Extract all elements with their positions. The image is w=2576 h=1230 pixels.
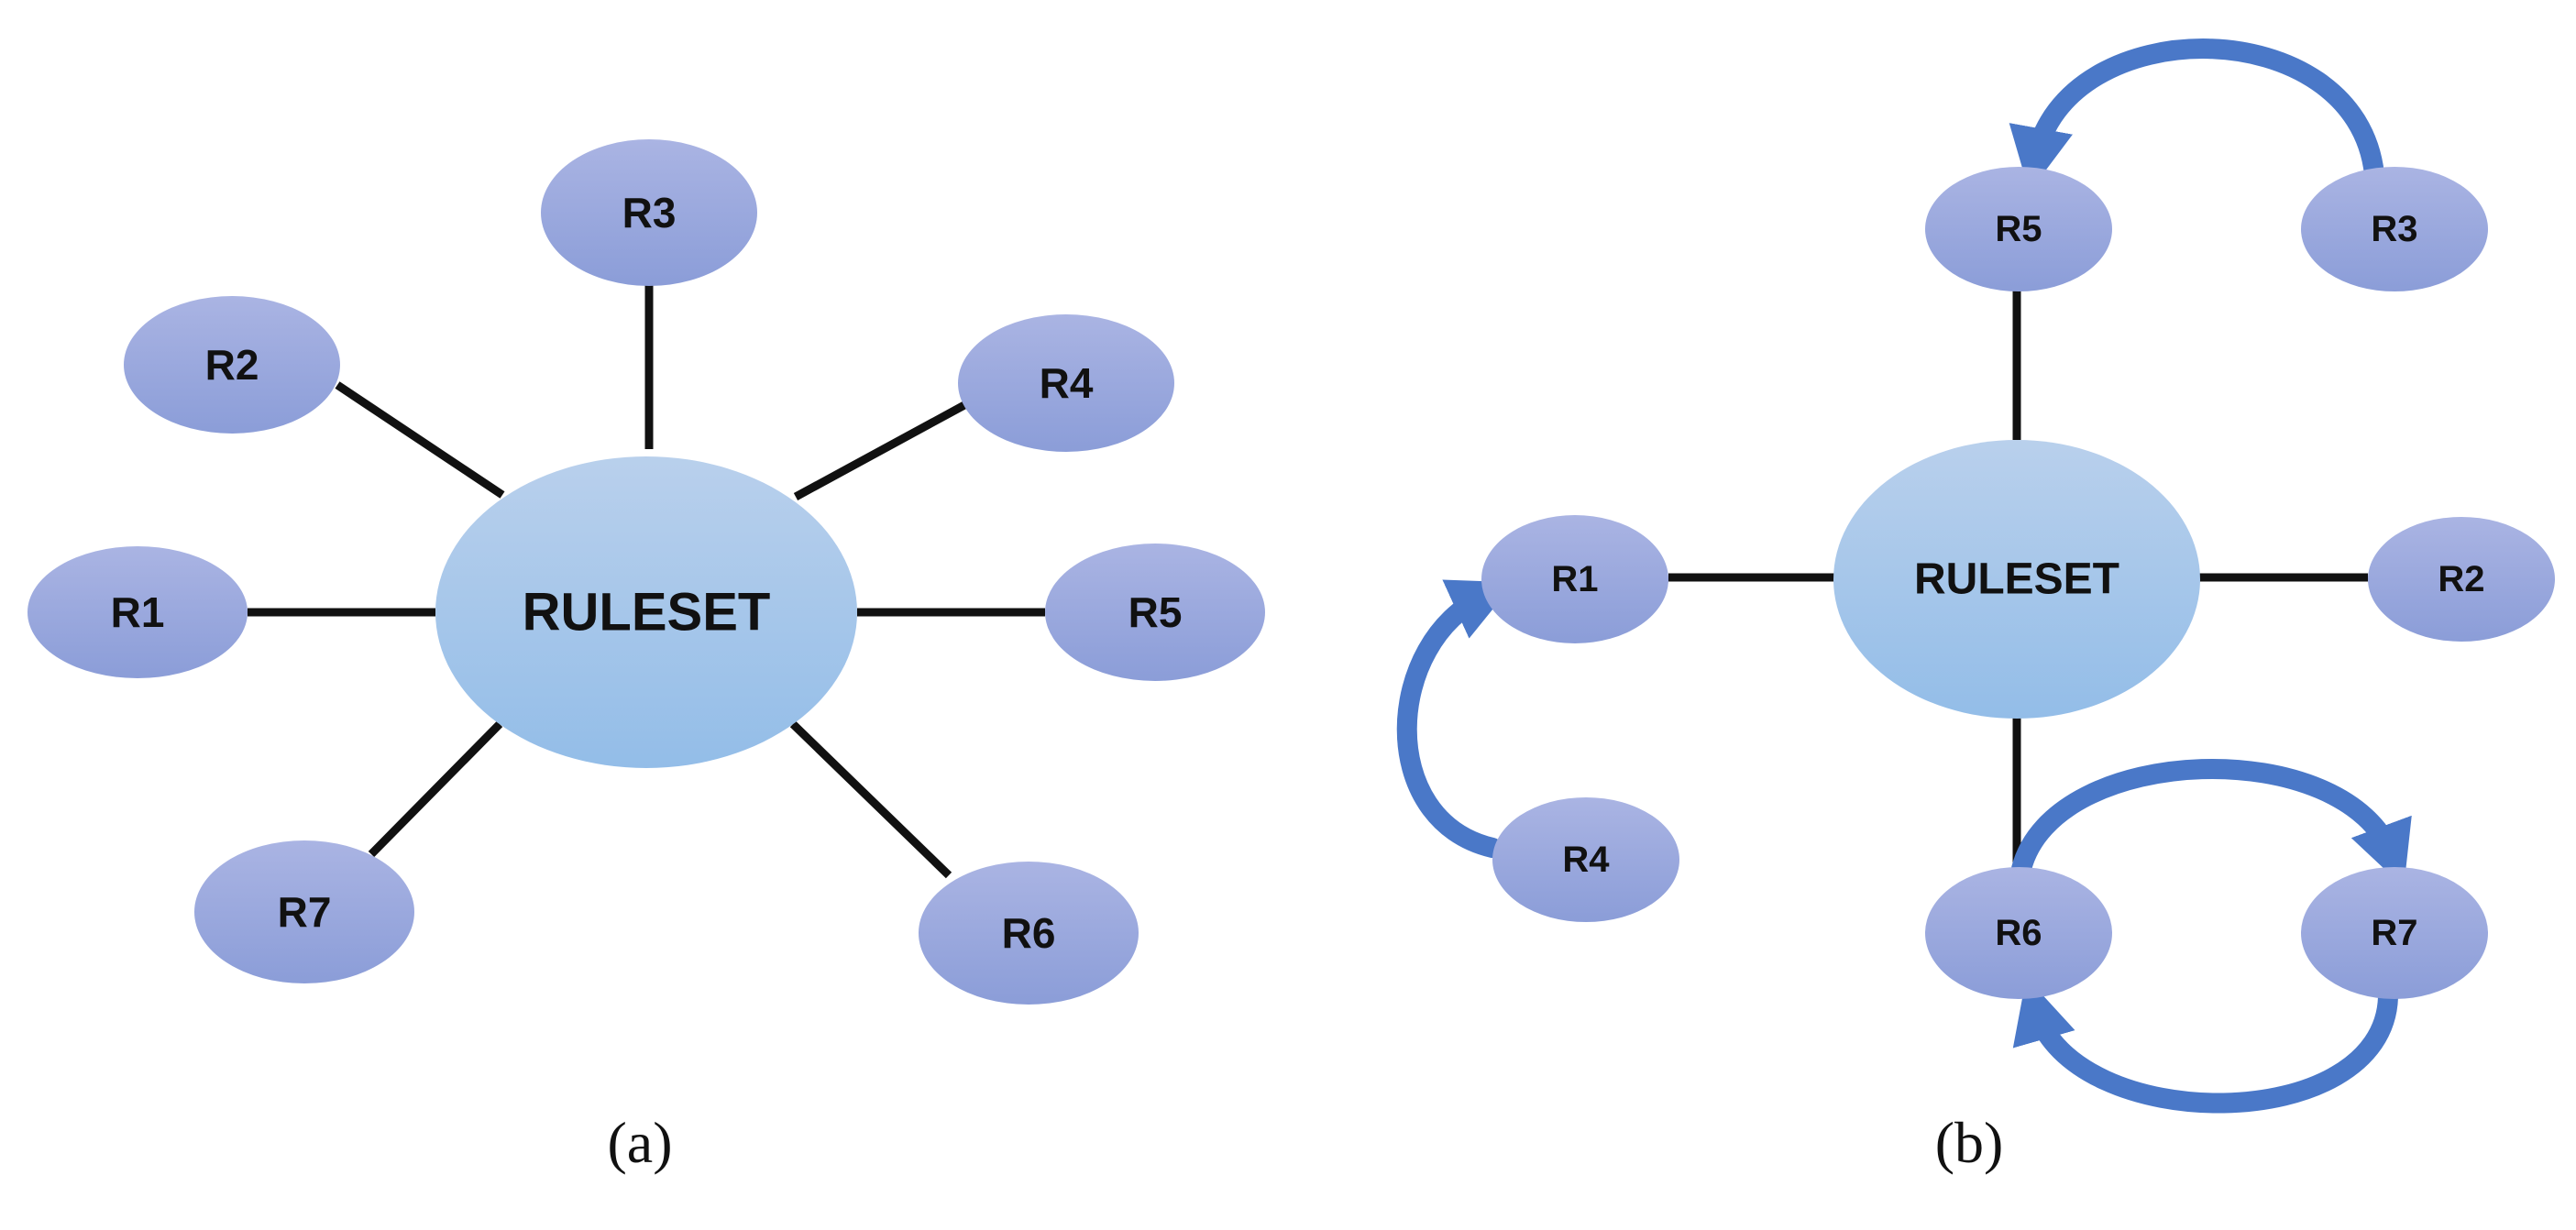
node-a-r3-label: R3 (622, 189, 677, 236)
node-b-r7 (2301, 867, 2488, 999)
node-b-r5-label: R5 (1995, 209, 2042, 249)
panel-b-node-r7: R7 (2301, 867, 2488, 999)
panel-b-node-r1: R1 (1481, 515, 1668, 643)
panel-b-center-node: RULESET (1833, 440, 2200, 719)
node-a-r4-label: R4 (1040, 359, 1094, 407)
node-a-r5 (1045, 544, 1265, 681)
node-b-r7-label: R7 (2371, 913, 2417, 953)
node-a-r5-label: R5 (1128, 588, 1183, 636)
node-a-r1 (28, 546, 248, 678)
panel-a-node-r1: R1 (28, 546, 248, 678)
node-b-r4 (1492, 797, 1679, 922)
panel-a-edges (248, 284, 1045, 879)
edge-a-ruleset-r2 (335, 381, 505, 499)
edge-a-ruleset-r6 (789, 720, 952, 879)
panel-b-edges (1668, 289, 2368, 866)
node-b-r6-label: R6 (1995, 913, 2042, 953)
ruleset-label-a: RULESET (523, 583, 771, 642)
panel-b: RULESET R1 R2 R3 R4 R5 R6 R7 (1396, 38, 2555, 1175)
node-b-r1-label: R1 (1551, 559, 1598, 599)
panel-b-node-r5: R5 (1925, 167, 2112, 291)
node-a-r2 (124, 296, 340, 434)
node-a-r7-label: R7 (278, 888, 332, 936)
node-b-r4-label: R4 (1562, 840, 1610, 880)
panel-b-node-r3: R3 (2301, 167, 2488, 291)
node-a-r6 (919, 862, 1139, 1005)
node-b-r6 (1925, 867, 2112, 999)
panel-b-caption: (b) (1935, 1110, 2004, 1175)
arrow-r4-to-r1 (1396, 579, 1515, 858)
panel-b-node-r6: R6 (1925, 867, 2112, 999)
node-b-r1 (1481, 515, 1668, 643)
edge-a-ruleset-r7 (368, 720, 503, 858)
node-b-r2 (2368, 517, 2555, 642)
panel-b-node-r4: R4 (1492, 797, 1679, 922)
panel-a-node-r6: R6 (919, 862, 1139, 1005)
arrow-r7-to-r6 (2012, 977, 2398, 1114)
panel-a-node-r5: R5 (1045, 544, 1265, 681)
node-b-r3 (2301, 167, 2488, 291)
node-a-r3 (541, 139, 757, 286)
arrow-r3-to-r5 (2009, 38, 2384, 192)
node-b-r5 (1925, 167, 2112, 291)
panel-a-node-r2: R2 (124, 296, 340, 434)
panel-a: RULESET R1 R2 R3 R4 R5 R6 R7 (28, 139, 1265, 1175)
panel-a-node-r3: R3 (541, 139, 757, 286)
panel-a-center-node: RULESET (435, 456, 857, 768)
panel-a-caption: (a) (607, 1110, 672, 1175)
ruleset-label-b: RULESET (1914, 555, 2119, 604)
panel-b-node-r2: R2 (2368, 517, 2555, 642)
node-a-r2-label: R2 (205, 341, 259, 389)
arrow-r6-to-r7 (2011, 758, 2412, 887)
panel-b-arrows (1396, 38, 2412, 1114)
node-b-r3-label: R3 (2371, 209, 2417, 249)
node-b-r2-label: R2 (2438, 559, 2484, 599)
ruleset-node-b (1833, 440, 2200, 719)
panel-a-node-r4: R4 (958, 314, 1174, 452)
node-a-r1-label: R1 (111, 588, 165, 636)
ruleset-node-a (435, 456, 857, 768)
panel-a-node-r7: R7 (194, 840, 414, 983)
node-a-r4 (958, 314, 1174, 452)
node-a-r7 (194, 840, 414, 983)
node-a-r6-label: R6 (1002, 909, 1056, 957)
edge-a-ruleset-r4 (793, 401, 967, 500)
